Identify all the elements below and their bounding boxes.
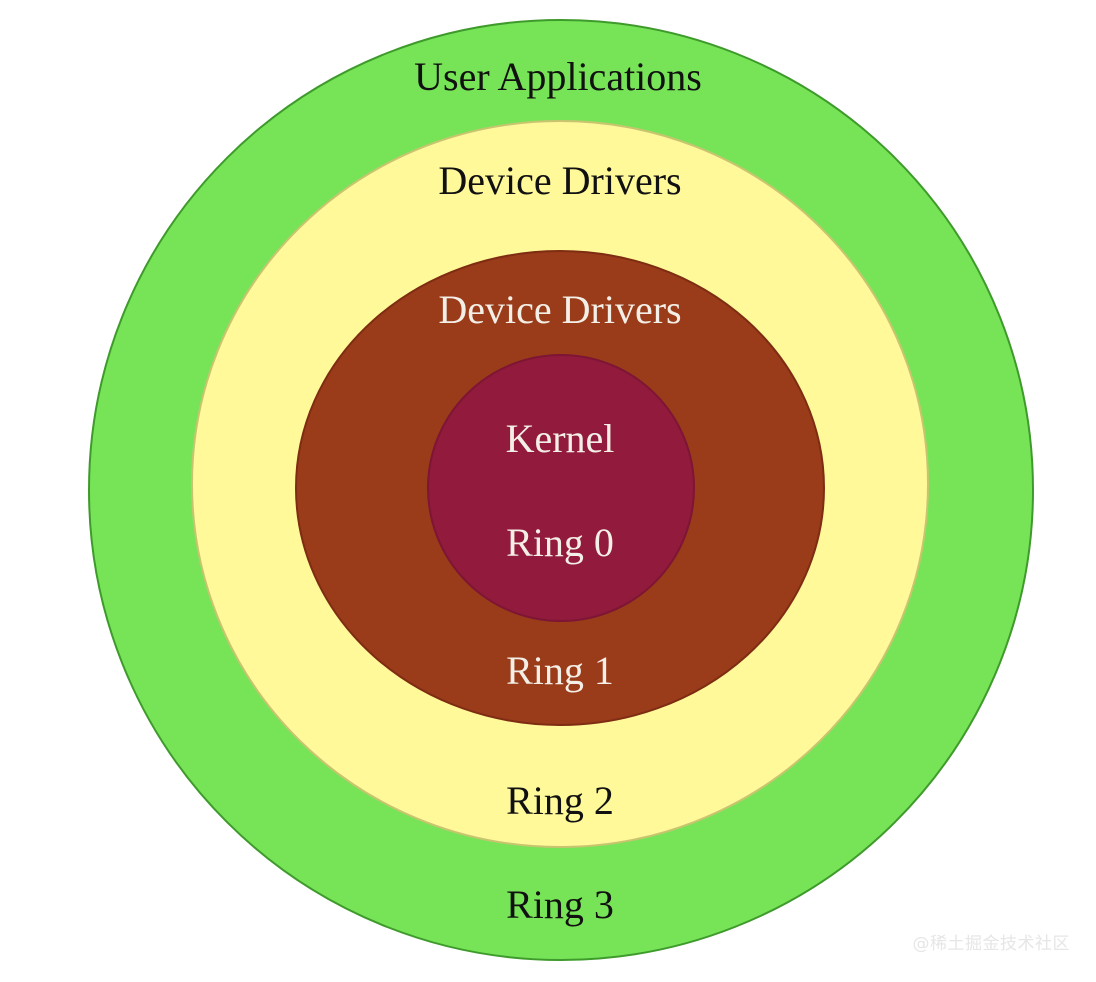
ring-0-top-label: Kernel <box>506 416 615 461</box>
watermark-text: @稀土掘金技术社区 <box>912 934 1070 954</box>
ring-3-top-label: User Applications <box>414 54 702 99</box>
ring-2-bottom-label: Ring 2 <box>506 778 614 823</box>
ring-2-top-label: Device Drivers <box>438 158 681 203</box>
ring-1-bottom-label: Ring 1 <box>506 648 614 693</box>
ring-1-top-label: Device Drivers <box>438 287 681 332</box>
ring-0-bottom-label: Ring 0 <box>506 520 614 565</box>
ring-3-bottom-label: Ring 3 <box>506 882 614 927</box>
ring-0-circle <box>427 354 695 622</box>
